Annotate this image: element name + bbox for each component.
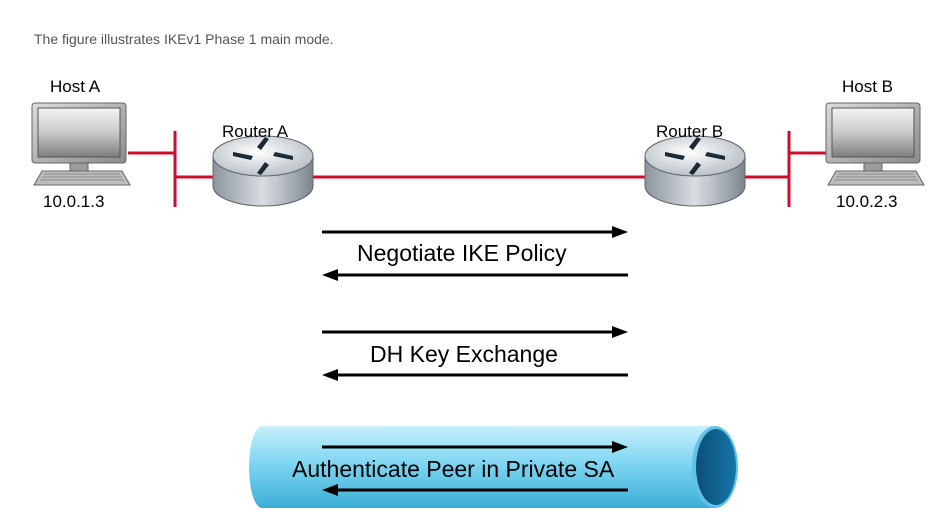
router-b-label: Router B [656,122,724,141]
figure-caption: The figure illustrates IKEv1 Phase 1 mai… [34,31,334,47]
router-a-label: Router A [222,122,289,141]
host-a-computer-icon [31,102,131,186]
auth-forward-arrow-icon [322,441,628,453]
host-b-computer-icon [825,102,925,186]
host-a-label: Host A [50,77,101,96]
authenticate-peer-label: Authenticate Peer in Private SA [292,456,615,482]
host-a-ip: 10.0.1.3 [43,192,105,211]
dh-forward-arrow-icon [322,326,628,338]
negotiate-back-arrow-icon [322,269,628,281]
dh-back-arrow-icon [322,369,628,381]
dh-key-exchange-label: DH Key Exchange [370,341,558,367]
host-b-ip: 10.0.2.3 [836,192,898,211]
exchange-arrows [322,226,628,496]
negotiate-ike-policy-label: Negotiate IKE Policy [357,240,567,266]
network-links [128,131,828,207]
auth-back-arrow-icon [322,484,628,496]
host-b-label: Host B [842,77,894,96]
negotiate-forward-arrow-icon [322,226,628,238]
router-b-router-icon [644,135,746,207]
router-a-router-icon [212,135,314,207]
